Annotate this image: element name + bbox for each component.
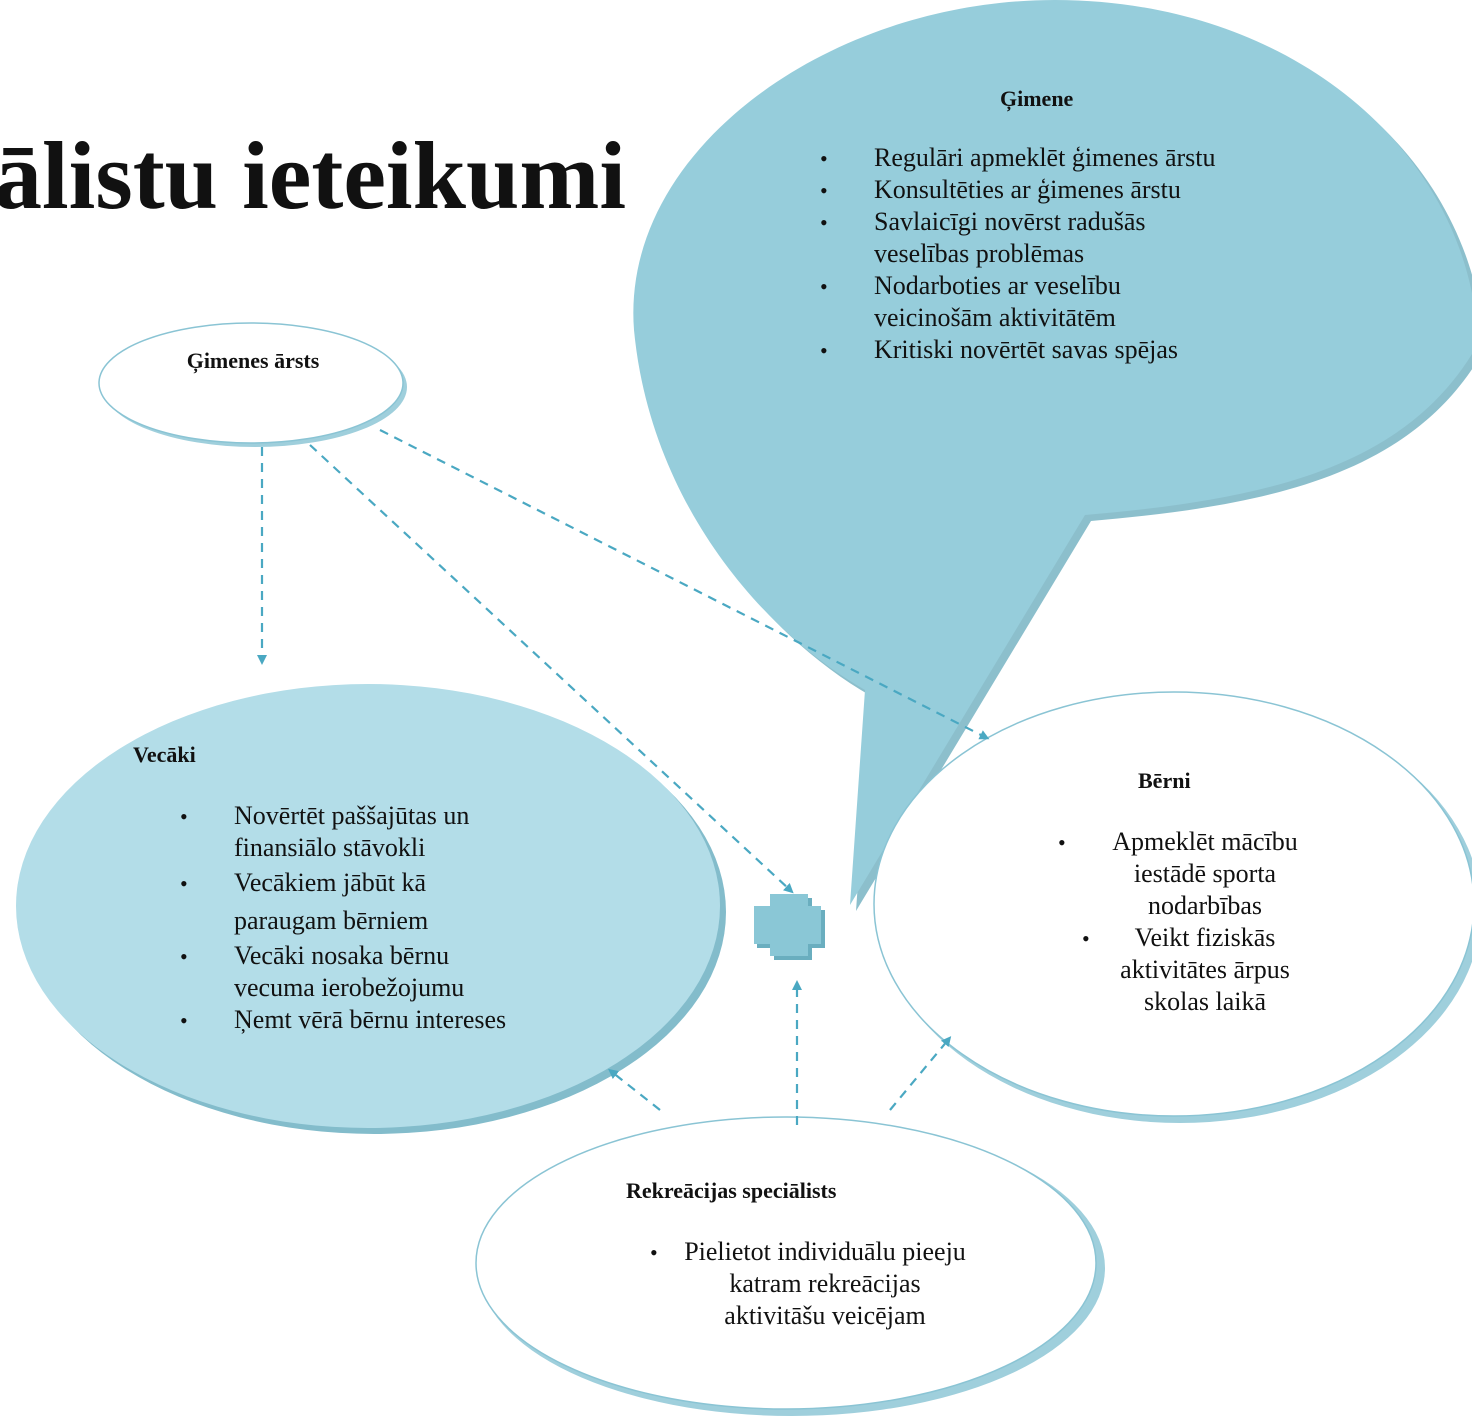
gimene-item: Nodarboties ar veselību veicinošām aktiv… [816, 270, 1224, 334]
gimene-item: Konsultēties ar ģimenes ārstu [816, 174, 1246, 207]
vecaki-heading: Vecāki [133, 742, 196, 767]
gimene-heading: Ģimene [1000, 86, 1074, 111]
arrow-rek-to-vecaki [608, 1068, 661, 1111]
arrow-rek-to-berni [889, 1036, 952, 1111]
gimenes-arsts-node [98, 322, 407, 447]
gimene-item: Savlaicīgi novērst radušās veselības pro… [816, 206, 1234, 270]
vecaki-item: Ņemt vērā bērnu intereses [176, 1004, 606, 1037]
gimene-item: Kritiski novērtēt savas spējas [816, 334, 1246, 367]
gimene-list: Regulāri apmeklēt ģimenes ārstu Konsultē… [816, 142, 1246, 367]
vecaki-item: Vecāki nosaka bērnu vecuma ierobežojumu [176, 940, 534, 1004]
arrow-arsts-to-center [309, 444, 794, 894]
vecaki-item: Novērtēt paššajūtas un finansiālo stāvok… [176, 800, 534, 864]
rekreacijas-heading: Rekreācijas speciālists [626, 1178, 837, 1203]
rekreacijas-item: Pielietot individuālu pieeju katram rekr… [650, 1236, 1020, 1332]
page-title: ālistu ieteikumi [0, 122, 627, 229]
vecaki-list: Novērtēt paššajūtas un finansiālo stāvok… [176, 800, 606, 1037]
gimenes-arsts-heading: Ģimenes ārsts [186, 348, 320, 373]
arrow-arsts-to-berni [379, 429, 990, 740]
connector-arrows [257, 429, 990, 1125]
berni-heading: Bērni [1138, 768, 1191, 793]
berni-list: Apmeklēt mācību iestādē sporta nodarbība… [1050, 826, 1360, 1018]
vecaki-item: Vecākiem jābūt kā paraugam bērniem [176, 864, 474, 940]
plus-icon [754, 894, 825, 960]
gimene-item: Regulāri apmeklēt ģimenes ārstu [816, 142, 1246, 175]
berni-item: Apmeklēt mācību iestādē sporta nodarbība… [1050, 826, 1360, 922]
berni-item: Veikt fiziskās aktivitātes ārpus skolas … [1050, 922, 1360, 1018]
rekreacijas-list: Pielietot individuālu pieeju katram rekr… [650, 1236, 1020, 1332]
